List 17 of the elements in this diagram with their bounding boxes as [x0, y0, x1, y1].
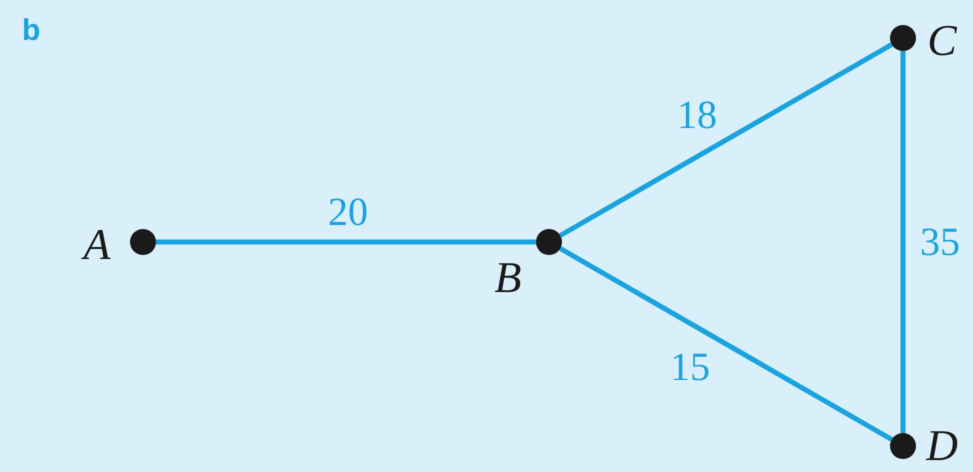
vertex-label: A — [84, 223, 110, 267]
vertex-label: B — [494, 256, 522, 300]
vertex-dot — [890, 433, 916, 459]
vertex-label: D — [926, 424, 958, 468]
edge-label: 15 — [670, 347, 710, 387]
panel-letter: b — [22, 16, 40, 46]
edge-label: 20 — [328, 192, 368, 232]
vertex-dot — [130, 229, 156, 255]
edge-label: 18 — [677, 95, 717, 135]
connector-line — [900, 51, 906, 433]
edge-label: 35 — [920, 222, 960, 262]
connector-line — [559, 246, 893, 442]
connector-line — [559, 42, 893, 238]
vertex-dot — [890, 25, 916, 51]
connector-line — [156, 240, 536, 244]
vertex-label: C — [927, 19, 957, 63]
vertex-dot — [536, 229, 562, 255]
